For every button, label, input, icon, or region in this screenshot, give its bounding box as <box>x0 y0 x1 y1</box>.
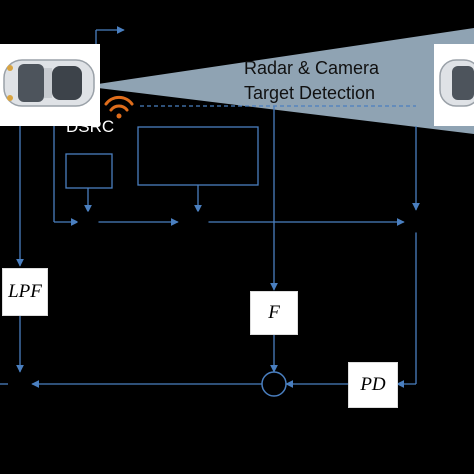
summing-junction-5 <box>9 373 31 395</box>
pd-block: PD <box>348 362 398 408</box>
signal-wiring <box>0 106 420 388</box>
f-label: F <box>268 302 280 323</box>
wifi-icon <box>104 95 134 119</box>
follower-car-image <box>0 44 100 126</box>
onboard-block-small <box>65 153 113 189</box>
dsrc-label: DSRC <box>66 117 115 136</box>
sensing-label-line1: Radar & Camera <box>244 58 380 78</box>
lpf-block: LPF <box>2 268 48 316</box>
f-block: F <box>250 291 298 335</box>
pd-label: PD <box>360 374 386 395</box>
output-arrow <box>95 26 125 44</box>
summing-junction-4 <box>261 371 287 397</box>
sensor-beam <box>98 28 474 134</box>
summing-junction-2 <box>187 211 209 233</box>
leader-car-image <box>434 44 474 126</box>
sensing-label-line2: Target Detection <box>244 83 376 103</box>
summing-junction-3 <box>405 211 427 233</box>
lpf-label: LPF <box>8 281 42 302</box>
onboard-block-large <box>137 126 259 186</box>
summing-junction-1 <box>77 211 99 233</box>
